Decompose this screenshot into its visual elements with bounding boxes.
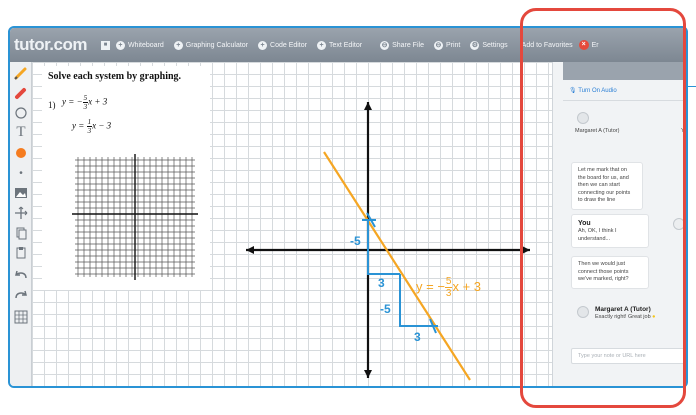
share-icon: ⊖ xyxy=(380,40,390,50)
top-toolbar: tutor.com ■ +Whiteboard +Graphing Calcul… xyxy=(10,28,686,62)
text-editor-button[interactable]: +Text Editor xyxy=(316,40,362,50)
redo-icon[interactable] xyxy=(13,288,29,304)
graph-drawing xyxy=(246,102,530,381)
chat-header-bar xyxy=(563,62,686,80)
menu-square-icon[interactable]: ■ xyxy=(100,40,110,50)
plus-icon: + xyxy=(258,40,268,50)
run-label-2: 3 xyxy=(414,330,421,344)
share-file-button[interactable]: ⊖Share File xyxy=(380,40,424,50)
whiteboard-canvas[interactable]: Solve each system by graphing. 1) y = −5… xyxy=(32,62,552,386)
run-label-1: 3 xyxy=(378,276,385,290)
print-button[interactable]: ⊖Print xyxy=(433,40,461,50)
tutor-message-2: Margaret A (Tutor) Exactly right! Great … xyxy=(595,306,656,320)
print-icon: ⊖ xyxy=(433,40,443,50)
divider xyxy=(563,100,686,101)
tutor-avatar xyxy=(577,112,589,124)
code-editor-button[interactable]: +Code Editor xyxy=(258,40,307,50)
chat-panel-highlight xyxy=(520,8,686,408)
smile-icon: ● xyxy=(652,313,656,320)
chat-panel: 🎙 Turn On Audio Margaret A (Tutor) Yo Le… xyxy=(552,62,686,386)
paste-icon[interactable] xyxy=(13,246,29,262)
grid-icon[interactable] xyxy=(13,310,29,326)
pencil-icon[interactable] xyxy=(13,66,29,82)
color-palette-icon[interactable] xyxy=(13,146,29,162)
end-session-button[interactable]: ×Er xyxy=(578,40,599,50)
dot-size-icon[interactable]: • xyxy=(19,168,23,179)
add-to-favorites-button[interactable]: Add to Favorites xyxy=(521,41,573,49)
eraser-icon[interactable] xyxy=(13,86,29,102)
worksheet-title: Solve each system by graphing. xyxy=(48,71,182,82)
tutor-logo: tutor.com xyxy=(14,35,87,54)
rise-label-2: -5 xyxy=(380,302,391,316)
tutor-avatar xyxy=(577,306,589,318)
tutor-message-1: Let me mark that on the board for us, an… xyxy=(571,162,643,210)
worksheet-image: Solve each system by graphing. 1) y = −5… xyxy=(42,66,210,290)
callout-line xyxy=(686,86,696,87)
settings-button[interactable]: ⚙Settings xyxy=(470,40,508,50)
close-icon: × xyxy=(578,40,589,50)
graphing-calculator-button[interactable]: +Graphing Calculator xyxy=(173,40,248,50)
drawing-tools: T • xyxy=(10,62,32,386)
copy-icon[interactable] xyxy=(13,226,29,242)
plus-icon: + xyxy=(316,40,326,50)
text-tool-icon[interactable]: T xyxy=(16,124,26,140)
slope-triangles xyxy=(362,212,438,334)
undo-icon[interactable] xyxy=(13,268,29,284)
worksheet-grid xyxy=(72,154,198,280)
app-window: tutor.com ■ +Whiteboard +Graphing Calcul… xyxy=(8,26,688,388)
move-icon[interactable] xyxy=(13,206,29,222)
circle-shape-icon[interactable] xyxy=(13,106,29,122)
student-message-2: Then we would just connect those points … xyxy=(571,256,649,289)
rise-label-1: -5 xyxy=(350,234,361,248)
plus-icon: + xyxy=(115,40,125,50)
whiteboard-button[interactable]: +Whiteboard xyxy=(115,40,164,50)
plus-icon: + xyxy=(173,40,183,50)
graphed-line xyxy=(323,151,471,381)
chat-input[interactable]: Type your note or URL here xyxy=(571,348,686,364)
tutor-name-label: Margaret A (Tutor) xyxy=(575,128,620,134)
image-icon[interactable] xyxy=(13,186,29,202)
problem-number: 1) xyxy=(48,100,56,110)
turn-on-audio-link[interactable]: 🎙 Turn On Audio xyxy=(569,88,617,94)
gear-icon: ⚙ xyxy=(470,40,480,50)
